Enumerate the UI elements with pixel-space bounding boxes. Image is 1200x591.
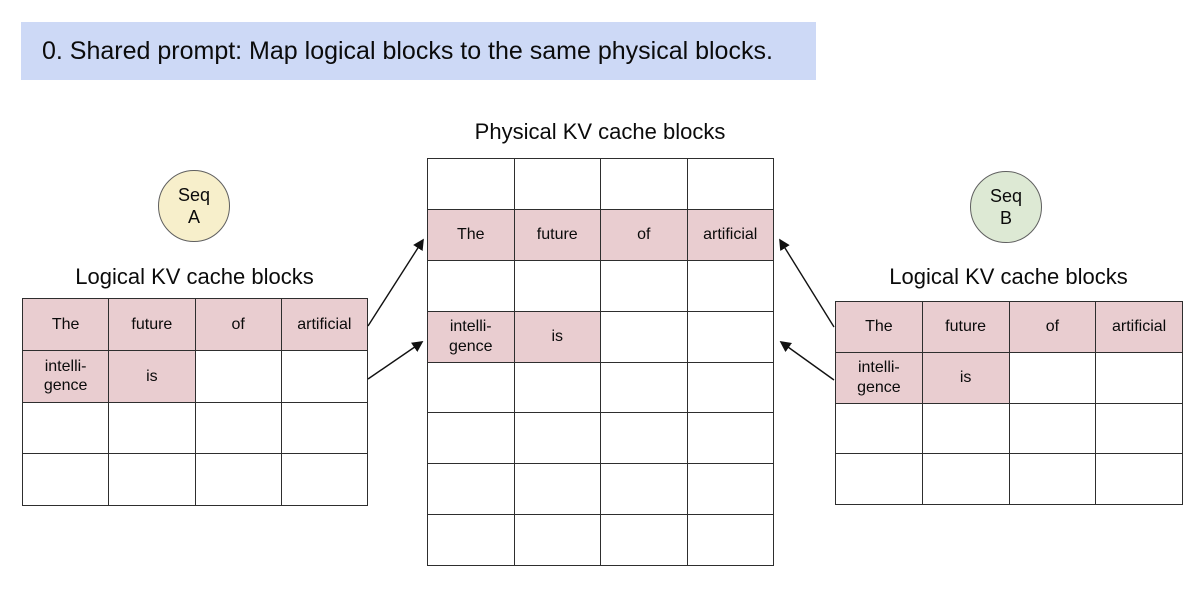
kv-block-cell [514,413,601,465]
kv-block-cell [687,260,774,312]
kv-block-cell [281,350,368,403]
kv-block-cell [922,454,1010,505]
kv-block-cell: artificial [281,299,368,351]
kv-block-cell [514,159,601,210]
kv-block-cell [428,515,515,566]
kv-block-cell [687,159,774,210]
kv-block-cell [23,402,110,455]
kv-block-cell [514,362,601,414]
kv-block-cell [1096,352,1183,404]
kv-block-cell: of [601,209,688,261]
kv-block-cell [428,464,515,516]
kv-block-cell [1009,403,1097,455]
kv-block-cell [1009,454,1097,505]
kv-block-cell [195,454,282,506]
arrow-seq-b-block0 [779,238,835,328]
kv-block-cell [1096,454,1183,505]
kv-block-cell: is [514,311,601,363]
kv-block-cell: future [514,209,601,261]
kv-block-cell [836,403,923,455]
kv-block-cell [428,159,515,210]
kv-block-cell: is [109,350,196,403]
kv-block-cell [514,515,601,566]
kv-block-cell [195,402,282,455]
physical-kv-heading: Physical KV cache blocks [474,119,726,144]
kv-block-cell: artificial [1096,302,1183,353]
kv-block-cell [601,515,688,566]
kv-block-cell: The [428,209,515,261]
arrow-seq-b-block1 [779,341,835,381]
kv-block-cell [109,402,196,455]
kv-block-cell: intelli- gence [428,311,515,363]
kv-block-cell [109,454,196,506]
kv-block-cell: The [836,302,923,353]
seq-b-logical-heading: Logical KV cache blocks [889,264,1128,289]
kv-block-cell [601,464,688,516]
kv-block-cell [428,260,515,312]
kv-block-cell [1096,403,1183,455]
kv-block-cell [195,350,282,403]
kv-block-cell: intelli- gence [836,352,923,404]
title-text: 0. Shared prompt: Map logical blocks to … [42,36,773,65]
kv-block-cell [601,413,688,465]
kv-block-cell [836,454,923,505]
arrow-seq-a-block0 [367,238,424,327]
kv-block-cell [687,413,774,465]
kv-block-cell [428,413,515,465]
kv-block-cell: future [922,302,1010,353]
kv-block-cell: future [109,299,196,351]
kv-block-cell: of [195,299,282,351]
kv-block-cell: of [1009,302,1097,353]
kv-block-cell [514,260,601,312]
kv-block-cell: intelli- gence [23,350,110,403]
title-banner: 0. Shared prompt: Map logical blocks to … [21,22,816,80]
kv-block-cell [428,362,515,414]
seq-a-logical-heading: Logical KV cache blocks [75,264,314,289]
kv-block-cell [281,402,368,455]
kv-block-cell [514,464,601,516]
kv-block-cell [1009,352,1097,404]
kv-block-cell [922,403,1010,455]
arrow-seq-a-block1 [367,341,424,380]
kv-block-cell [687,515,774,566]
kv-block-cell [23,454,110,506]
kv-block-cell [687,362,774,414]
kv-block-cell: artificial [687,209,774,261]
kv-block-cell: The [23,299,110,351]
kv-block-cell [281,454,368,506]
kv-block-cell [601,159,688,210]
kv-block-cell [687,464,774,516]
seq-a-badge: Seq A [158,170,230,242]
kv-block-cell: is [922,352,1010,404]
kv-block-cell [601,311,688,363]
kv-block-cell [687,311,774,363]
kv-block-cell [601,362,688,414]
kv-block-cell [601,260,688,312]
seq-b-badge: Seq B [970,171,1042,243]
